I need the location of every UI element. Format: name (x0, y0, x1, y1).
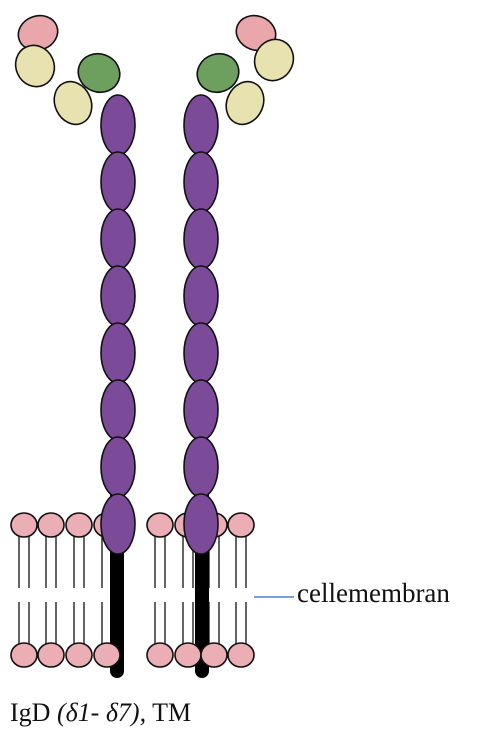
lipid-head-top-4 (147, 513, 173, 537)
diagram-caption: IgD (δ1- δ7), TM (10, 700, 191, 726)
right-heavy-chain-domain-8 (184, 494, 218, 554)
right-heavy-chain-domain-3 (184, 209, 218, 269)
right-heavy-chain-domain-1 (184, 95, 218, 155)
lipid-head-top-1 (38, 513, 64, 537)
right-heavy-chain-domain-6 (184, 380, 218, 440)
left-heavy-chain-domain-4 (101, 266, 135, 326)
caption-domains: (δ1- δ7), (57, 698, 146, 727)
left-antibody-arm (9, 10, 135, 554)
left-heavy-chain-domain-3 (101, 209, 135, 269)
lipid-head-bottom-3 (94, 643, 120, 667)
left-heavy-chain-domain-1 (101, 95, 135, 155)
caption-suffix: TM (146, 698, 191, 727)
membrane-label: cellemembran (297, 580, 450, 607)
right-heavy-chain-domain-7 (184, 437, 218, 497)
right-antibody-arm (184, 10, 300, 554)
left-heavy-chain-domain-6 (101, 380, 135, 440)
lipid-head-top-7 (228, 513, 254, 537)
caption-name: IgD (10, 698, 57, 727)
left-heavy-chain-domain-5 (101, 323, 135, 383)
lipid-head-bottom-7 (228, 643, 254, 667)
right-heavy-chain-domain-4 (184, 266, 218, 326)
lipid-head-bottom-0 (11, 643, 37, 667)
lipid-head-top-2 (66, 513, 92, 537)
right-heavy-chain-domain-2 (184, 152, 218, 212)
left-heavy-chain-domain-7 (101, 437, 135, 497)
lipid-head-bottom-2 (66, 643, 92, 667)
lipid-head-bottom-6 (201, 643, 227, 667)
left-heavy-chain-domain-2 (101, 152, 135, 212)
lipid-head-top-0 (11, 513, 37, 537)
left-heavy-chain-domain-8 (101, 494, 135, 554)
lipid-head-bottom-1 (38, 643, 64, 667)
right-heavy-chain-domain-5 (184, 323, 218, 383)
left-light-domain-cream-1 (9, 39, 61, 93)
lipid-head-bottom-4 (147, 643, 173, 667)
lipid-head-bottom-5 (175, 643, 201, 667)
